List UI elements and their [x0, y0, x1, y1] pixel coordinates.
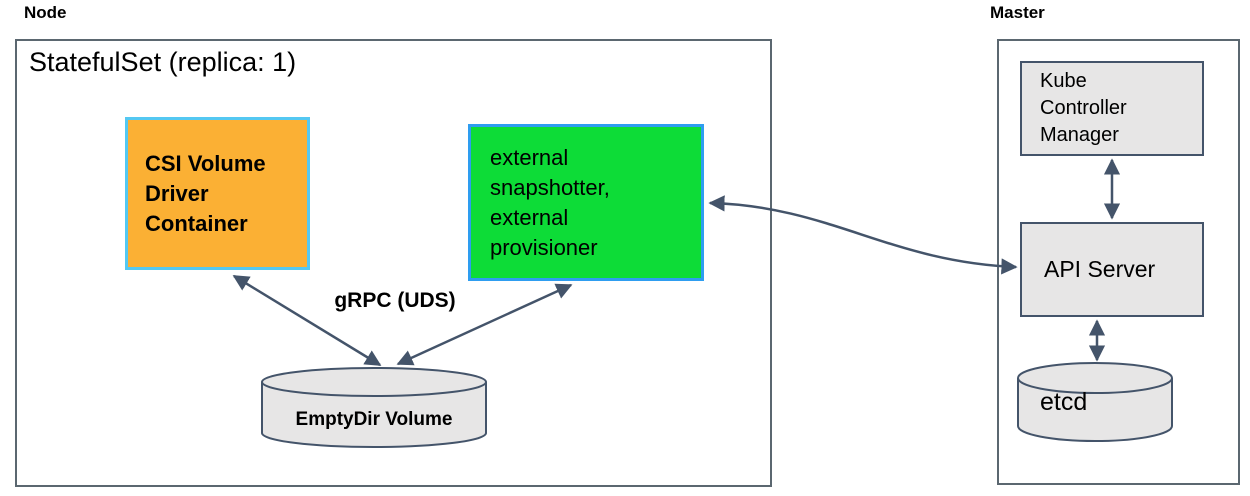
external-snapshotter-provisioner-box: external snapshotter, external provision… [468, 124, 704, 281]
csi-volume-driver-container-label: CSI Volume Driver Container [145, 150, 266, 236]
external-snapshotter-provisioner-label: external snapshotter, external provision… [490, 144, 610, 260]
api-server-box: API Server [1020, 222, 1204, 317]
node-section-title: Node [24, 3, 67, 22]
kube-controller-manager-label: Kube Controller Manager [1040, 70, 1127, 146]
master-section-title: Master [990, 3, 1045, 22]
kube-controller-manager-box: Kube Controller Manager [1020, 61, 1204, 156]
emptydir-volume-label: EmptyDir Volume [295, 409, 453, 430]
etcd-label: etcd [1040, 388, 1088, 416]
statefulset-title: StatefulSet (replica: 1) [29, 47, 297, 77]
csi-volume-driver-container-box: CSI Volume Driver Container [125, 117, 310, 270]
api-server-label: API Server [1044, 256, 1156, 282]
grpc-uds-label: gRPC (UDS) [334, 289, 456, 312]
